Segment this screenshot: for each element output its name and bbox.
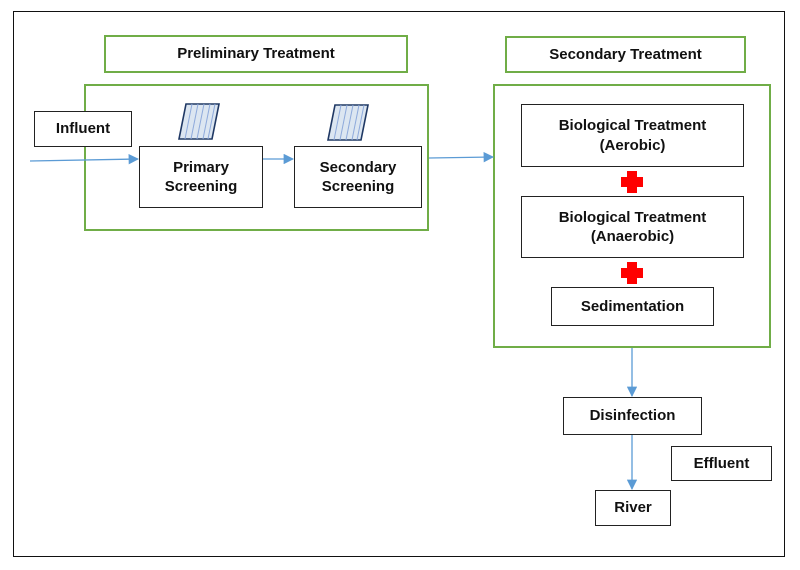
diagram-frame	[13, 11, 785, 557]
secondary-treatment-title: Secondary Treatment	[505, 36, 746, 73]
preliminary-treatment-group	[84, 84, 429, 231]
secondary-screening-box: Secondary Screening	[294, 146, 422, 208]
preliminary-treatment-title: Preliminary Treatment	[104, 35, 408, 73]
screen-grid-icon	[327, 104, 369, 141]
river-box: River	[595, 490, 671, 526]
plus-icon	[621, 262, 643, 284]
biological-treatment-anaerobic-box: Biological Treatment (Anaerobic)	[521, 196, 744, 258]
effluent-label: Effluent	[671, 446, 772, 481]
sedimentation-box: Sedimentation	[551, 287, 714, 326]
plus-icon	[621, 171, 643, 193]
biological-treatment-aerobic-box: Biological Treatment (Aerobic)	[521, 104, 744, 167]
primary-screening-box: Primary Screening	[139, 146, 263, 208]
screen-grid-icon	[178, 103, 220, 140]
secondary-treatment-group	[493, 84, 771, 348]
arrow-to-secondary-treatment	[428, 151, 495, 163]
influent-label: Influent	[34, 111, 132, 147]
arrow-influent-to-primary	[29, 153, 140, 165]
disinfection-box: Disinfection	[563, 397, 702, 435]
